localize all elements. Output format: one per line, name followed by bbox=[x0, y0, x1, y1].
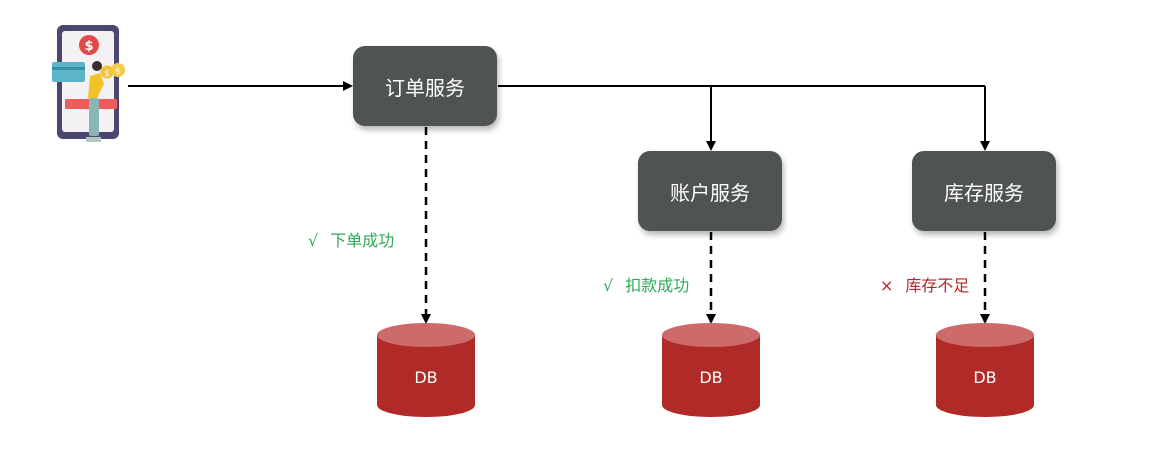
order-service: 订单服务 bbox=[353, 46, 497, 126]
cross-icon: × bbox=[880, 276, 894, 295]
account-service: 账户服务 bbox=[638, 151, 782, 231]
check-icon: √ bbox=[308, 231, 319, 250]
inventory-status: × 库存不足 bbox=[880, 272, 969, 296]
order-db-label: DB bbox=[414, 368, 438, 387]
account-db-label: DB bbox=[699, 368, 723, 387]
svg-text:$: $ bbox=[115, 67, 121, 77]
order-status: √ 下单成功 bbox=[308, 227, 394, 251]
order-status-text: 下单成功 bbox=[330, 231, 395, 250]
account-service-label: 账户服务 bbox=[670, 180, 750, 205]
inventory-database bbox=[936, 323, 1034, 417]
order-service-label: 订单服务 bbox=[385, 75, 465, 100]
svg-text:$: $ bbox=[104, 69, 110, 79]
order-database bbox=[377, 323, 475, 417]
svg-text:$: $ bbox=[84, 39, 93, 54]
account-status-text: 扣款成功 bbox=[625, 276, 690, 295]
account-status: √ 扣款成功 bbox=[603, 272, 689, 296]
account-database bbox=[662, 323, 760, 417]
check-icon: √ bbox=[603, 276, 614, 295]
inventory-status-text: 库存不足 bbox=[905, 276, 970, 295]
inventory-db-label: DB bbox=[973, 368, 997, 387]
mobile-payment-icon: $ $ $ bbox=[52, 25, 125, 142]
inventory-service: 库存服务 bbox=[912, 151, 1056, 231]
inventory-service-label: 库存服务 bbox=[944, 180, 1024, 205]
